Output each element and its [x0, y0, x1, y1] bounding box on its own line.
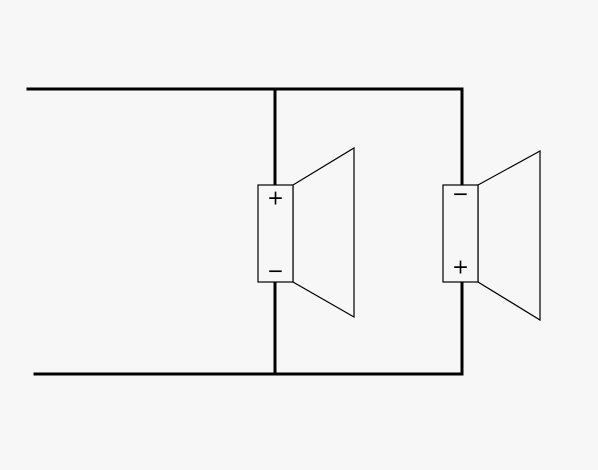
speaker-1-top-terminal-label: +	[267, 186, 284, 210]
speaker-2: − +	[442, 149, 541, 322]
speaker-2-magnet	[442, 184, 479, 283]
speaker-2-bottom-terminal-label: +	[452, 255, 469, 279]
speaker-2-top-terminal-label: −	[452, 182, 469, 206]
speaker-1: + −	[257, 146, 355, 319]
speaker-1-magnet	[257, 184, 294, 283]
speaker-1-cone	[292, 146, 355, 319]
speaker-2-cone	[477, 149, 541, 322]
speaker-1-bottom-terminal-label: −	[267, 259, 284, 283]
